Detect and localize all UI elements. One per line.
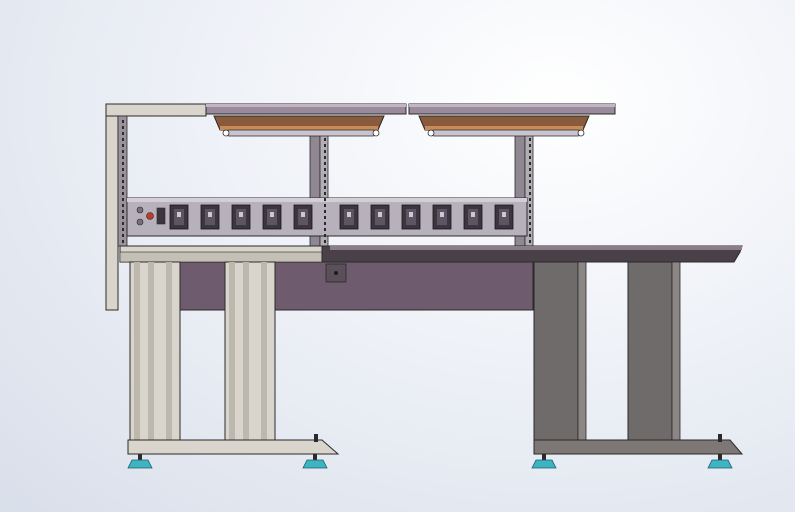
top-shelf-right [408,103,616,115]
perforation-hole [122,228,124,231]
perforation-hole [122,132,124,135]
perforation-hole [529,180,531,183]
perforation-hole [122,198,124,201]
perforation-hole [529,144,531,147]
perforation-hole [122,234,124,237]
perforation-hole [122,126,124,129]
perforation-hole [122,180,124,183]
perforation-hole [529,192,531,195]
perforation-hole [529,150,531,153]
outlet-pin-icon [471,212,475,217]
perforation-hole [529,138,531,141]
power-switch-icon [156,207,166,225]
perforation-hole [122,192,124,195]
outlet-pin-icon [301,212,305,217]
perforation-hole [324,234,326,237]
outlet-pin-icon [409,212,413,217]
power-socket-strip [126,197,528,237]
perforation-hole [529,222,531,225]
perforation-hole [324,174,326,177]
upright-perforations [122,120,531,243]
perforation-hole [324,228,326,231]
perforation-hole [122,162,124,165]
perforation-hole [529,168,531,171]
outlet-pin-icon [208,212,212,217]
perforation-hole [529,240,531,243]
perforation-hole [122,156,124,159]
leveling-foot-4 [707,454,733,469]
outlet-pin-icon [177,212,181,217]
left-leg-assembly [127,261,340,455]
junction-screw-icon [334,271,338,275]
outlet-pin-icon [347,212,351,217]
perforation-hole [324,186,326,189]
perforation-hole [122,168,124,171]
perforation-hole [529,216,531,219]
perforation-hole [324,162,326,165]
perforation-hole [122,186,124,189]
perforation-hole [529,228,531,231]
perforation-hole [529,204,531,207]
perforation-hole [324,210,326,213]
perforation-hole [529,174,531,177]
top-shelf-left [205,103,407,115]
perforation-hole [324,180,326,183]
perforation-hole [324,150,326,153]
perforation-hole [324,144,326,147]
outlet-pin-icon [440,212,444,217]
right-desk-top [321,245,743,263]
perforation-hole [324,138,326,141]
indicator-light-icon [146,212,154,220]
perforation-hole [122,204,124,207]
outlet-pin-icon [239,212,243,217]
perforation-hole [122,144,124,147]
perforation-hole [324,198,326,201]
outlet-pin-icon [378,212,382,217]
outlet-pin-icon [270,212,274,217]
perforation-hole [122,120,124,123]
lamp-left [213,115,385,137]
perforation-hole [122,138,124,141]
perforation-hole [324,222,326,225]
perforation-hole [122,222,124,225]
perforation-hole [529,198,531,201]
leveling-foot-2 [302,454,328,469]
perforation-hole [529,156,531,159]
perforation-hole [529,186,531,189]
strip-control-panel [136,206,166,226]
perforation-hole [324,168,326,171]
perforation-hole [324,216,326,219]
perforation-hole [529,234,531,237]
perforation-hole [324,240,326,243]
perforation-hole [529,210,531,213]
perforation-hole [122,174,124,177]
socket-row [169,204,514,230]
right-leg-assembly [533,261,744,455]
perforation-hole [122,210,124,213]
outlet-pin-icon [502,212,506,217]
perforation-hole [122,150,124,153]
perforation-hole [122,216,124,219]
perforation-hole [324,204,326,207]
perforation-hole [122,240,124,243]
perforation-hole [529,162,531,165]
leveling-foot-3 [531,454,557,469]
lamp-right [418,115,590,137]
perforation-hole [324,192,326,195]
leveling-foot-1 [127,454,153,469]
perforation-hole [324,156,326,159]
